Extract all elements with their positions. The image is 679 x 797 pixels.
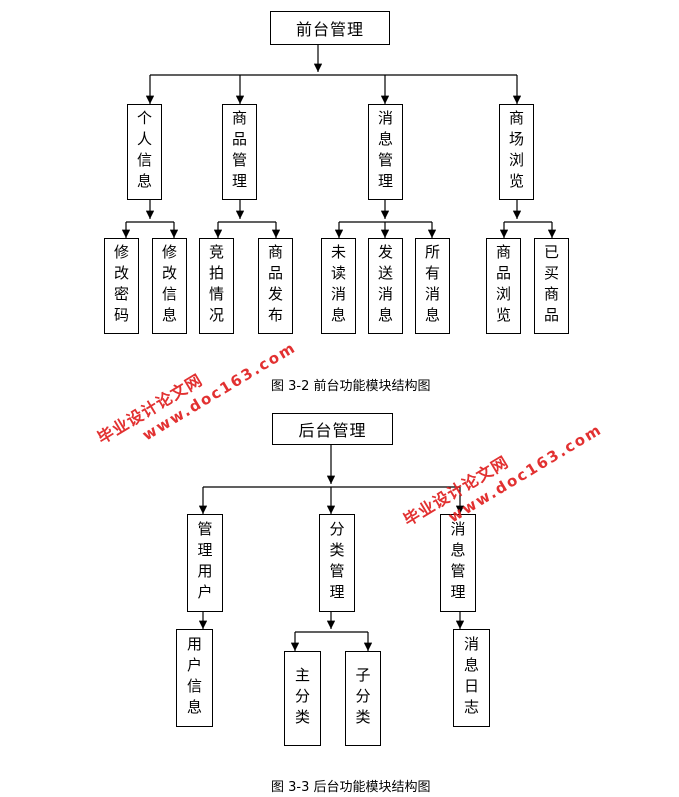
leaf-auction-status: 竞拍情况 (199, 238, 234, 334)
front-module-message: 消息管理 (368, 104, 403, 200)
back-module-message: 消息管理 (440, 514, 476, 612)
front-root-node: 前台管理 (270, 11, 390, 45)
leaf-unread-messages: 未读消息 (321, 238, 356, 334)
leaf-all-messages: 所有消息 (415, 238, 450, 334)
back-module-users: 管理用户 (187, 514, 223, 612)
front-module-mall: 商场浏览 (499, 104, 534, 200)
leaf-user-info: 用户信息 (176, 629, 213, 727)
leaf-change-password: 修改密码 (104, 238, 139, 334)
leaf-main-category: 主分类 (284, 651, 321, 746)
leaf-sub-category: 子分类 (345, 651, 381, 746)
leaf-browse-goods: 商品浏览 (486, 238, 521, 334)
leaf-goods-publish: 商品发布 (258, 238, 293, 334)
caption-figure-3-2: 图 3-2 前台功能模块结构图 (271, 379, 431, 394)
back-module-categories: 分类管理 (319, 514, 355, 612)
leaf-change-info: 修改信息 (152, 238, 187, 334)
leaf-bought-goods: 已买商品 (534, 238, 569, 334)
front-module-goods: 商品管理 (222, 104, 257, 200)
leaf-send-message: 发送消息 (368, 238, 403, 334)
front-module-personal: 个人信息 (127, 104, 162, 200)
back-root-node: 后台管理 (272, 413, 393, 445)
leaf-message-log: 消息日志 (453, 629, 490, 727)
caption-figure-3-3: 图 3-3 后台功能模块结构图 (271, 780, 431, 795)
